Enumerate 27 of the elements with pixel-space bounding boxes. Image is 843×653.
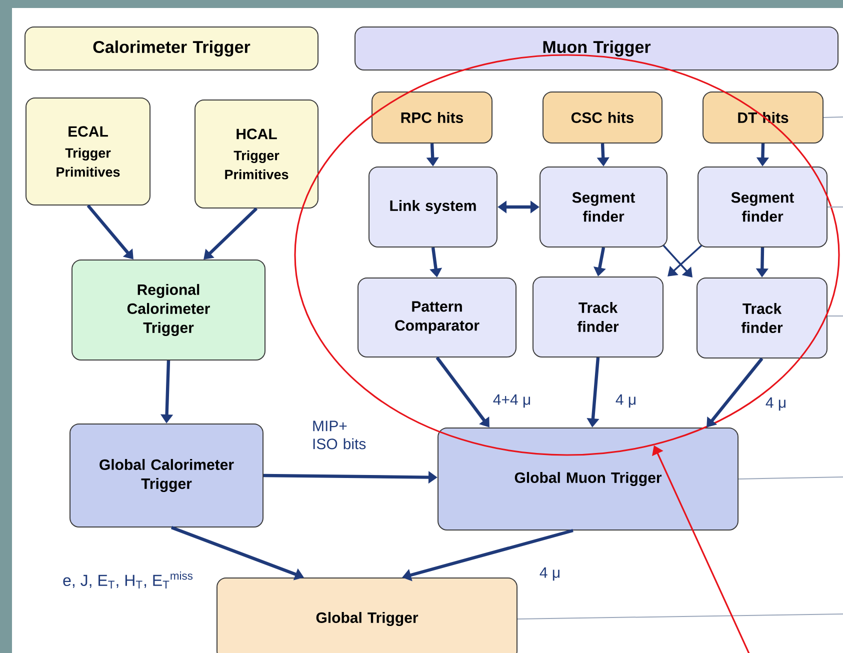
process-box: Track finder (696, 278, 828, 358)
process-box: ECAL Trigger Primitives (26, 98, 150, 206)
output-label: e, J, E$_{T}$, H$_{T}$, E$_{T}$miss (63, 572, 193, 588)
header-box: Calorimeter Trigger (24, 26, 318, 70)
process-box: Global Calorimeter Trigger (70, 424, 264, 528)
process-box: Pattern Comparator (358, 278, 516, 358)
process-box: Global Trigger (216, 578, 518, 653)
connector-line (823, 116, 843, 118)
arrow (662, 244, 692, 278)
input-box: CSC hits (542, 92, 662, 144)
process-box: Segment finder (540, 166, 668, 248)
edge-label: 4+4 μ (492, 393, 532, 409)
arrow (706, 358, 764, 428)
header-box: Muon Trigger (354, 26, 838, 70)
process-box: Track finder (532, 276, 664, 358)
connector-line (517, 614, 843, 620)
process-box: Regional Calorimeter Trigger (72, 260, 266, 360)
connector-line (738, 476, 843, 480)
edge-label: MIP+ ISO bits (311, 420, 379, 450)
connector-line (827, 206, 843, 208)
process-box: HCAL Trigger Primitives (194, 100, 318, 208)
process-box: Global Muon Trigger (438, 428, 738, 530)
arrow (204, 207, 258, 260)
process-box: Segment finder (698, 166, 828, 248)
process-box: Link system (368, 166, 498, 248)
arrow (86, 204, 134, 260)
arrow (668, 244, 702, 276)
